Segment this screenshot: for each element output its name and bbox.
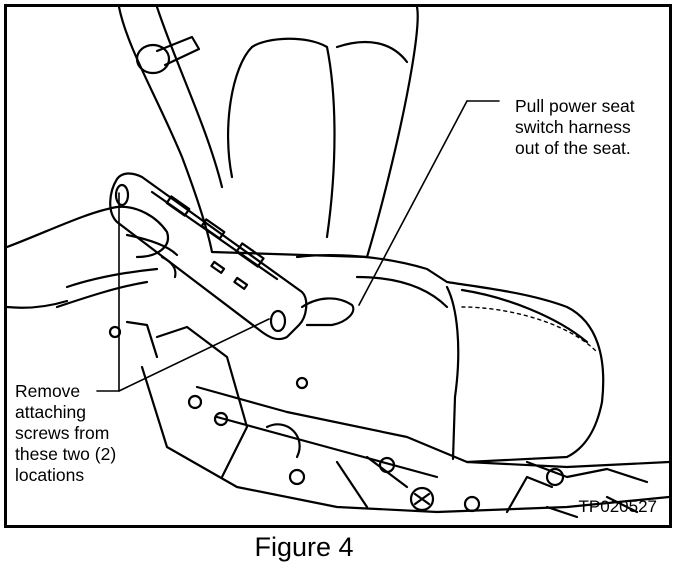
seat-cushion	[295, 253, 605, 464]
seat-illustration	[7, 7, 669, 519]
figure-caption: Figure 4	[254, 532, 354, 562]
headrest-post	[135, 35, 201, 75]
leader-lines	[96, 100, 500, 392]
callout-screws-text: Remove attaching screws from these two (…	[15, 381, 117, 485]
seat-frame	[108, 320, 669, 519]
hand	[7, 205, 179, 309]
seat-back	[117, 7, 419, 259]
figure-code: TP020527	[578, 497, 657, 516]
figure-frame: Pull power seat switch harness out of th…	[4, 4, 672, 528]
callout-harness-text: Pull power seat switch harness out of th…	[515, 96, 635, 158]
power-seat-switch	[109, 172, 355, 341]
